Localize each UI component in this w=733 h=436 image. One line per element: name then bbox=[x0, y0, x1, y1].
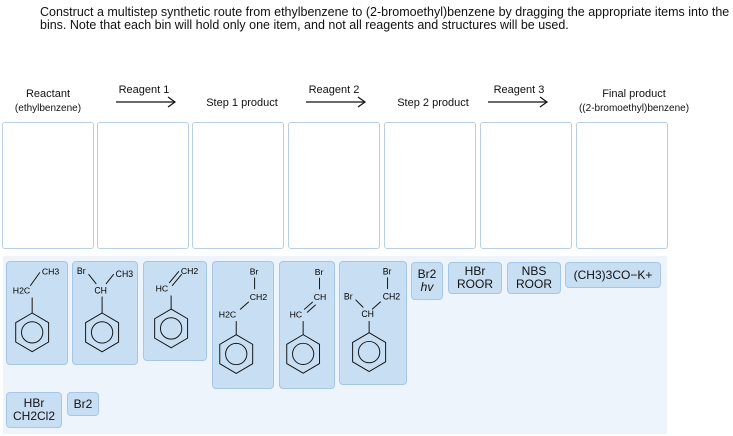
bin-final-product[interactable] bbox=[576, 122, 668, 249]
arrow-right-icon bbox=[306, 96, 367, 108]
bin-reagent2[interactable] bbox=[288, 122, 380, 249]
bin-reagent1[interactable] bbox=[97, 122, 189, 249]
header-step1: Step 1 product bbox=[206, 97, 278, 109]
svg-text:Br: Br bbox=[77, 266, 86, 276]
reagent-hbr-roor-line1: HBr bbox=[464, 264, 486, 278]
reagent-hbr-ch2cl2[interactable]: HBr CH2Cl2 bbox=[6, 392, 62, 428]
svg-text:CH3: CH3 bbox=[116, 269, 134, 279]
reagent-br2-hv-line2: hv bbox=[420, 280, 434, 294]
header-reactant-label: Reactant bbox=[25, 88, 71, 100]
svg-text:Br: Br bbox=[383, 266, 392, 276]
header-final-label: Final product bbox=[602, 88, 666, 100]
reagent-hbr-ch2cl2-line2: CH2Cl2 bbox=[12, 409, 55, 423]
header-final-sub: ((2-bromoethyl)benzene) bbox=[578, 103, 690, 114]
structure-bromostyrene[interactable]: Br CH HC bbox=[279, 261, 335, 389]
bin-reagent3[interactable] bbox=[480, 122, 572, 249]
reagent-potassium-tert-butoxide[interactable]: (CH3)3CO−K+ bbox=[565, 262, 661, 288]
svg-text:CH2: CH2 bbox=[250, 292, 268, 302]
bin-reactant[interactable] bbox=[2, 122, 94, 249]
header-reactant: Reactant (ethylbenzene) bbox=[2, 88, 94, 114]
styrene-structure-icon: CH2 HC bbox=[154, 266, 199, 349]
svg-text:CH: CH bbox=[314, 292, 327, 302]
reagent-hbr-roor[interactable]: HBr ROOR bbox=[448, 262, 502, 294]
reagent-br2-label: Br2 bbox=[73, 396, 93, 411]
structure-dibromoethylbenzene[interactable]: Br CH2 Br CH bbox=[339, 261, 407, 385]
reagent-br2-hv-line1: Br2 bbox=[417, 267, 437, 281]
arrow-right-icon bbox=[488, 96, 549, 108]
dibromoethyl-structure-icon: Br CH2 Br CH bbox=[344, 266, 401, 373]
reagent-tbuok-label: (CH3)3CO−K+ bbox=[573, 267, 653, 282]
reagent-nbs-roor[interactable]: NBS ROOR bbox=[507, 262, 561, 294]
reagent-br2[interactable]: Br2 bbox=[67, 392, 99, 416]
svg-text:HC: HC bbox=[290, 309, 303, 319]
instructions: Construct a multistep synthetic route fr… bbox=[40, 5, 730, 32]
ethylbenzene-structure-icon: CH3 H2C bbox=[13, 266, 60, 353]
svg-text:Br: Br bbox=[344, 292, 353, 302]
svg-text:Br: Br bbox=[250, 267, 259, 277]
reagent-nbs-roor-line2: ROOR bbox=[516, 277, 552, 291]
svg-text:CH3: CH3 bbox=[42, 266, 60, 276]
bin-step1-product[interactable] bbox=[192, 122, 284, 249]
svg-text:Br: Br bbox=[315, 267, 324, 277]
structure-2-bromoethylbenzene[interactable]: Br CH2 H2C bbox=[212, 261, 274, 389]
reagent-hbr-roor-line2: ROOR bbox=[457, 277, 493, 291]
header-reactant-sub: (ethylbenzene) bbox=[14, 103, 82, 114]
structure-ethylbenzene[interactable]: CH3 H2C bbox=[6, 261, 68, 365]
svg-text:H2C: H2C bbox=[13, 286, 30, 296]
structure-1-bromoethylbenzene[interactable]: Br CH3 CH bbox=[72, 261, 138, 365]
bromoethyl-branched-structure-icon: Br CH3 CH bbox=[77, 266, 134, 353]
bin-step2-product[interactable] bbox=[384, 122, 476, 249]
structure-styrene[interactable]: CH2 HC bbox=[143, 261, 207, 361]
header-reagent2: Reagent 2 bbox=[308, 84, 360, 96]
svg-text:CH: CH bbox=[361, 309, 374, 319]
header-reagent1: Reagent 1 bbox=[118, 84, 170, 96]
svg-text:CH2: CH2 bbox=[181, 266, 199, 276]
arrow-right-icon bbox=[116, 96, 177, 108]
bromoethyl-linear-structure-icon: Br CH2 H2C bbox=[219, 267, 268, 374]
svg-text:CH: CH bbox=[94, 286, 107, 296]
reagent-nbs-roor-line1: NBS bbox=[521, 264, 547, 278]
svg-text:HC: HC bbox=[156, 284, 169, 294]
reagent-br2-hv[interactable]: Br2 hv bbox=[411, 262, 443, 300]
svg-text:H2C: H2C bbox=[219, 309, 236, 319]
header-reagent3: Reagent 3 bbox=[493, 84, 545, 96]
reagent-hbr-ch2cl2-line1: HBr bbox=[23, 396, 45, 410]
bromostyrene-structure-icon: Br CH HC bbox=[286, 267, 327, 374]
header-final: Final product ((2-bromoethyl)benzene) bbox=[568, 88, 700, 114]
header-step2: Step 2 product bbox=[397, 97, 469, 109]
svg-text:CH2: CH2 bbox=[383, 292, 401, 302]
